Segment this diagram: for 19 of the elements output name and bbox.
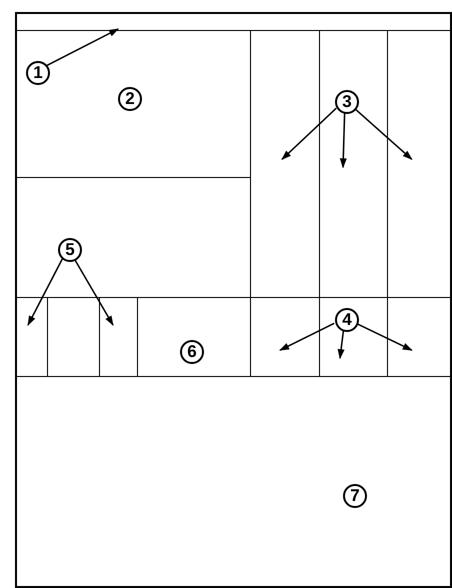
- leader-arrow: [73, 258, 114, 326]
- leader-arrow: [27, 258, 64, 326]
- callout-number: 7: [343, 484, 367, 508]
- leader-arrow: [338, 330, 345, 360]
- callout-number: 1: [26, 61, 50, 85]
- callout-number: 4: [335, 308, 359, 332]
- screen-region: [17, 177, 251, 298]
- callout-number: 6: [180, 340, 204, 364]
- leader-arrow: [46, 28, 120, 66]
- callout-number: 2: [118, 87, 142, 111]
- leader-arrow: [340, 112, 347, 168]
- screen-region: [17, 30, 251, 178]
- screen-region: [250, 30, 320, 298]
- callout-number: 5: [58, 238, 82, 262]
- callout-number: 3: [335, 90, 359, 114]
- leader-arrow: [353, 107, 413, 160]
- leader-arrow: [281, 108, 337, 160]
- screen-frame: [15, 12, 452, 588]
- leader-arrow: [279, 322, 335, 351]
